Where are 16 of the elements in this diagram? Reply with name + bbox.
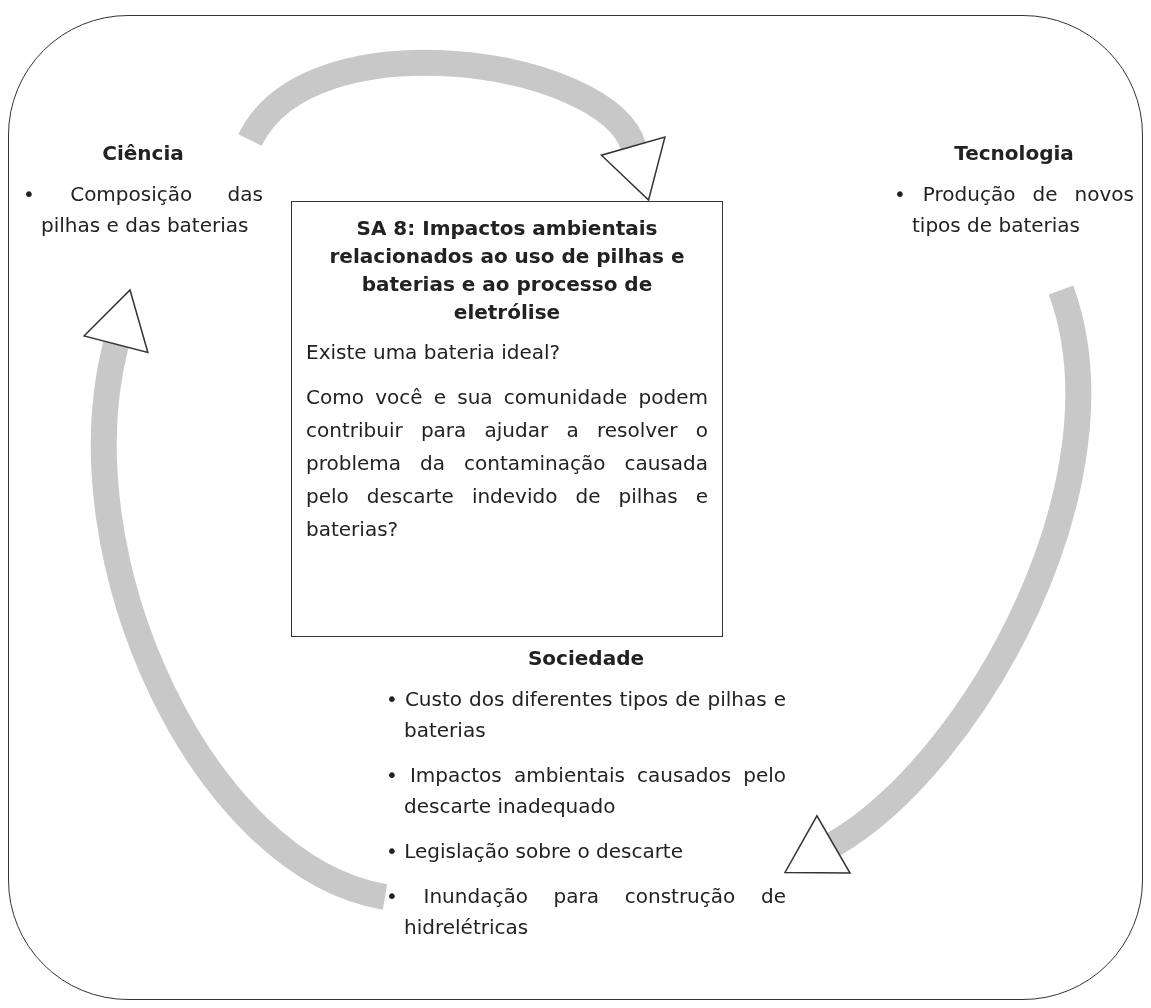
bullet-item: • Impactos ambientais causados pelo descarte inadequado xyxy=(386,762,786,820)
bullet-item: • Legislação sobre o descarte xyxy=(386,838,684,865)
rounded-frame xyxy=(8,15,1143,1000)
node-heading: Ciência xyxy=(101,141,185,165)
box-title: SA 8: Impactos ambientais relacionados ao uso de pilhas e baterias e ao processo de eletrólise xyxy=(328,215,686,326)
curved-block-arrow xyxy=(82,288,389,910)
question-text: Como você e sua comunidade podem contribuir para ajudar a resolver o problema da contaminação causada pelo descarte indevido de pilhas e baterias? xyxy=(306,384,708,543)
curved-block-arrow xyxy=(786,286,1092,877)
bullet-item: • Produção de novos tipos de baterias xyxy=(894,181,1134,239)
question-box xyxy=(291,201,723,637)
bullet-item: • Inundação para construção de hidrelétricas xyxy=(386,883,786,941)
question-text: Existe uma bateria ideal? xyxy=(306,339,562,366)
bullet-item: • Custo dos diferentes tipos de pilhas e baterias xyxy=(386,686,786,744)
node-heading: Sociedade xyxy=(526,646,646,670)
bullet-item: • Composição das pilhas e das baterias xyxy=(23,181,263,239)
node-heading: Tecnologia xyxy=(953,141,1075,165)
